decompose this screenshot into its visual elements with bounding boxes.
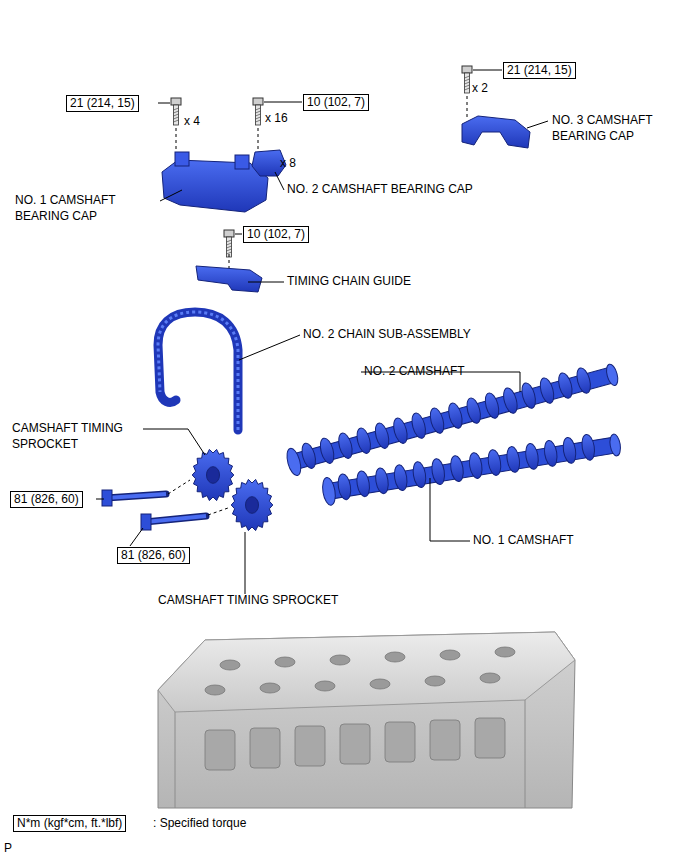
- part-name: NO. 1 CAMSHAFT BEARING CAP: [15, 192, 140, 224]
- bolt: [462, 66, 472, 93]
- part-name: : Specified torque: [153, 815, 246, 831]
- bolt: [224, 230, 234, 257]
- torque-box: 10 (102, 7): [303, 94, 369, 111]
- chain-guide: [196, 266, 262, 292]
- bearing-cap: [162, 152, 268, 212]
- torque-value: 21 (214, 15): [507, 63, 572, 77]
- torque-box: 81 (826, 60): [10, 491, 83, 508]
- bearing-cap: [462, 116, 530, 148]
- torque-box: 10 (102, 7): [243, 226, 309, 243]
- part-name: NO. 2 CAMSHAFT BEARING CAP: [287, 181, 473, 197]
- quantity-label: x 16: [265, 110, 288, 126]
- quantity-label: P: [4, 840, 12, 855]
- camshaft: [321, 429, 623, 506]
- part-name: NO. 3 CAMSHAFT BEARING CAP: [552, 112, 682, 144]
- part-name: TIMING CHAIN GUIDE: [287, 273, 411, 289]
- part-name: NO. 2 CAMSHAFT: [364, 363, 465, 379]
- torque-value: 81 (826, 60): [14, 492, 79, 506]
- torque-value: 10 (102, 7): [247, 227, 305, 241]
- part-name: NO. 1 CAMSHAFT: [473, 532, 574, 548]
- torque-box: 81 (826, 60): [117, 547, 190, 564]
- torque-value: 21 (214, 15): [70, 96, 135, 110]
- part-name: CAMSHAFT TIMING SPROCKET: [12, 420, 142, 452]
- timing-chain: [158, 312, 238, 430]
- quantity-label: x 8: [280, 155, 296, 171]
- cylinder-head: [158, 632, 575, 808]
- torque-box: 21 (214, 15): [503, 62, 576, 79]
- bolt: [171, 98, 181, 125]
- sprocket: [192, 449, 234, 500]
- torque-value: N*m (kgf*cm, ft.*lbf): [17, 816, 122, 830]
- torque-value: 81 (826, 60): [121, 548, 186, 562]
- part-name: CAMSHAFT TIMING SPROCKET: [158, 592, 338, 608]
- leader-lines: [96, 70, 548, 594]
- torque-box: 21 (214, 15): [66, 95, 139, 112]
- quantity-label: x 2: [472, 80, 488, 96]
- torque-value: 10 (102, 7): [307, 95, 365, 109]
- legend-box: N*m (kgf*cm, ft.*lbf): [13, 815, 126, 832]
- bolt: [253, 98, 263, 125]
- sprocket: [231, 479, 273, 530]
- part-name: NO. 2 CHAIN SUB-ASSEMBLY: [303, 326, 471, 342]
- quantity-label: x 4: [184, 113, 200, 129]
